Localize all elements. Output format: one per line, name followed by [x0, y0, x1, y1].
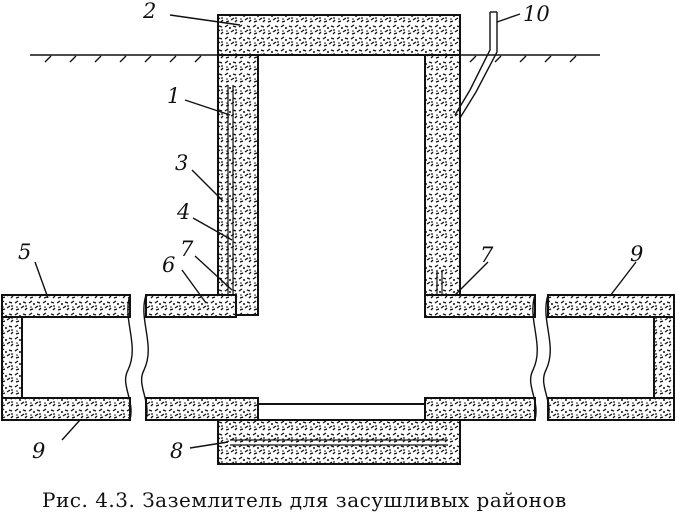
- label-2: 2: [142, 0, 156, 23]
- pipe-bottom-wall: [1, 397, 675, 421]
- label-1: 1: [167, 84, 180, 108]
- label-7-right: 7: [480, 243, 494, 267]
- pipe-break-lines: [124, 294, 551, 421]
- top-cover-slab: [217, 14, 461, 56]
- label-10: 10: [523, 2, 550, 26]
- label-4: 4: [176, 200, 190, 224]
- leader-lines: [34, 13, 637, 449]
- pipe-end-walls: [1, 316, 675, 399]
- shaft-right-wall: [424, 54, 461, 316]
- figure-caption: Рис. 4.3. Заземлитель для засушливых рай…: [42, 488, 567, 512]
- ground-conductor: [454, 11, 498, 119]
- label-8: 8: [170, 439, 183, 463]
- ground-surface: [30, 54, 600, 63]
- label-7-left: 7: [180, 237, 194, 261]
- label-3: 3: [175, 151, 188, 175]
- label-5: 5: [18, 240, 31, 264]
- bottom-electrode-slab: [217, 403, 461, 465]
- label-9-right: 9: [630, 242, 643, 266]
- label-9-left: 9: [32, 439, 45, 463]
- shaft-left-wall: [217, 54, 259, 316]
- pipe-top-wall: [1, 294, 675, 318]
- label-6: 6: [162, 253, 175, 277]
